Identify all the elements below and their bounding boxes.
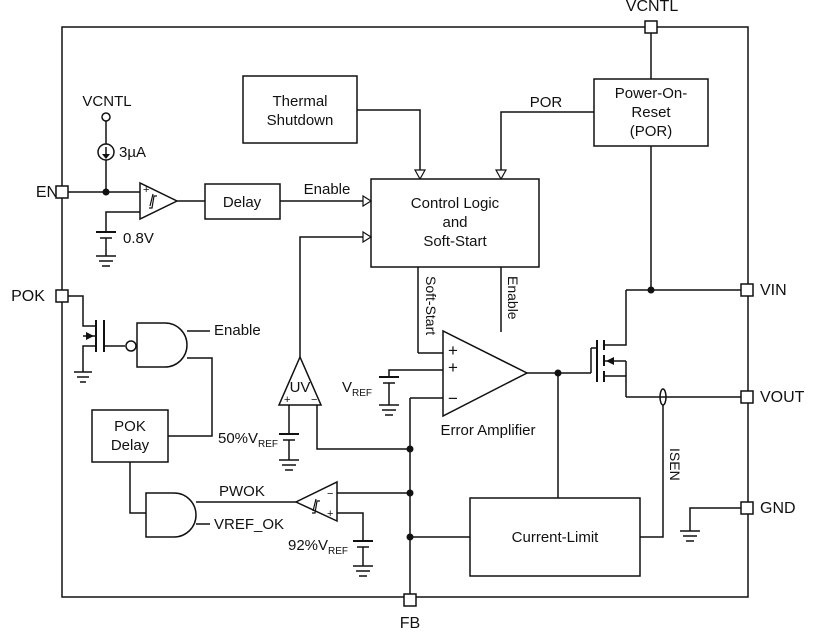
pwok-ref-label: 92%V <box>288 537 328 554</box>
pwok-hysteresis-icon <box>312 498 320 514</box>
ea-plus-2: + <box>448 358 458 377</box>
pwok-label: PWOK <box>219 483 265 500</box>
pin-pok-label: POK <box>11 288 45 305</box>
pok-delay-label-1: POK <box>114 418 146 435</box>
current-limit-block <box>469 497 641 577</box>
control-label-3: Soft-Start <box>423 233 487 250</box>
uv-comparator <box>277 355 323 406</box>
pin-vout[interactable] <box>740 390 754 404</box>
control-logic-block <box>370 178 540 268</box>
thermal-label-2: Shutdown <box>267 112 334 129</box>
por-signal-label: POR <box>530 94 563 111</box>
pin-en-label: EN <box>36 184 58 201</box>
current-limit-label: Current-Limit <box>512 529 600 546</box>
en-comparator <box>139 181 179 221</box>
enable-signal-label: Enable <box>304 181 351 198</box>
uv-minus: − <box>311 394 317 406</box>
ea-vref-label: V <box>342 379 352 396</box>
pwok-ref-sub: REF <box>328 546 348 557</box>
control-label-1: Control Logic <box>411 195 500 212</box>
por-label-3: (POR) <box>630 123 673 140</box>
en-threshold-label: 0.8V <box>123 230 154 247</box>
en-comp-plus: + <box>143 184 149 196</box>
delay-label: Delay <box>223 194 262 211</box>
pin-fb-label: FB <box>400 615 420 632</box>
uv-ref-sub: REF <box>258 439 278 450</box>
pin-en[interactable] <box>55 185 69 199</box>
pok-delay-label-2: Delay <box>111 437 150 454</box>
por-label-2: Reset <box>631 104 671 121</box>
isen-label: ISEN <box>667 448 683 481</box>
enable-vertical-label: Enable <box>505 276 521 320</box>
pin-pok[interactable] <box>55 289 69 303</box>
ea-vref-sub: REF <box>352 388 372 399</box>
error-amplifier <box>442 329 529 418</box>
pin-vcntl[interactable] <box>644 20 658 34</box>
pin-gnd-label: GND <box>760 500 796 517</box>
vref-ok-label: VREF_OK <box>214 516 284 533</box>
pin-vout-label: VOUT <box>760 389 805 406</box>
pwok-minus: − <box>327 488 333 500</box>
ea-plus-1: + <box>448 341 458 360</box>
pin-vin-label: VIN <box>760 282 787 299</box>
vcntl-internal-label: VCNTL <box>82 93 131 110</box>
pin-vcntl-label: VCNTL <box>626 0 679 15</box>
pin-fb[interactable] <box>403 593 417 607</box>
pok-delay-block <box>91 409 169 463</box>
thermal-label-1: Thermal <box>272 93 327 110</box>
uv-ref-label: 50%V <box>218 430 258 447</box>
current-source-label: 3µA <box>119 144 146 161</box>
hysteresis-icon <box>149 193 157 209</box>
pok-nand-gate <box>136 322 188 368</box>
uv-plus: + <box>284 394 290 406</box>
soft-start-signal-label: Soft-Start <box>423 276 439 335</box>
uv-label: UV <box>290 379 311 396</box>
ea-minus: − <box>448 389 458 408</box>
pin-vin[interactable] <box>740 283 754 297</box>
pwok-and-gate <box>145 492 197 538</box>
pin-gnd[interactable] <box>740 501 754 515</box>
pwok-plus: + <box>327 508 333 520</box>
nand-enable-label: Enable <box>214 322 261 339</box>
por-label-1: Power-On- <box>615 85 688 102</box>
error-amplifier-label: Error Amplifier <box>440 422 535 439</box>
control-label-2: and <box>442 214 467 231</box>
